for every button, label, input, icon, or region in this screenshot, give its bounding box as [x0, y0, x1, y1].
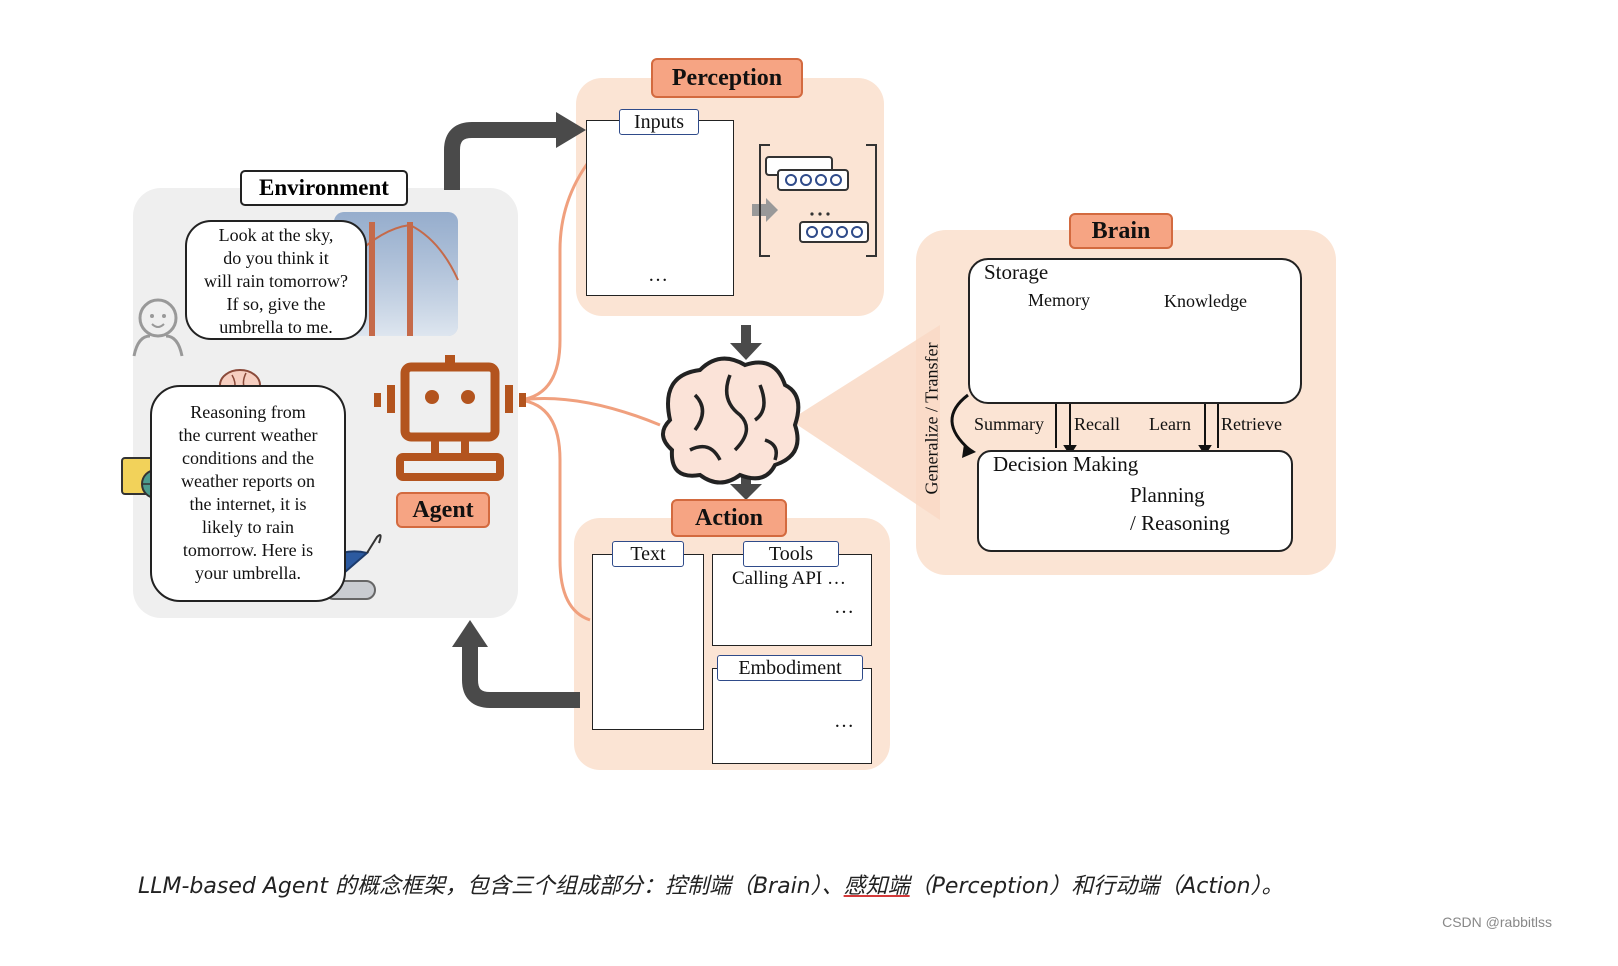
caption-text-end: （Perception）和行动端（Action）。 [909, 874, 1284, 899]
watermark: CSDN @rabbitlss [1442, 914, 1552, 930]
brain-title: Brain [1069, 213, 1173, 249]
user-speech-bubble: Look at the sky, do you think it will ra… [185, 220, 367, 340]
bubble-line: your umbrella. [195, 563, 301, 583]
planning-label: Planning [1130, 483, 1205, 507]
bubble-line: do you think it [223, 248, 329, 268]
embodiment-more: … [834, 710, 854, 732]
brain-spotlight [790, 325, 940, 520]
storage-box [968, 258, 1302, 404]
text-output-box [592, 554, 704, 730]
agent-speech-bubble: Reasoning from the current weather condi… [150, 385, 346, 602]
learn-label: Learn [1149, 414, 1191, 434]
decision-box [977, 450, 1293, 552]
bubble-line: If so, give the [226, 294, 326, 314]
bubble-line: Reasoning from [190, 402, 306, 422]
action-title: Action [671, 499, 787, 537]
memory-label: Memory [1028, 290, 1090, 310]
bubble-line: the current weather [178, 425, 318, 445]
inputs-label: Inputs [619, 109, 699, 135]
caption-underlined: 感知端 [843, 874, 910, 899]
environment-title: Environment [240, 170, 408, 206]
agent-perception-link [519, 159, 592, 402]
inputs-box [586, 120, 734, 296]
brain-icon [661, 356, 801, 485]
storage-label: Storage [984, 260, 1049, 284]
bubble-line: the internet, it is [189, 494, 307, 514]
generalize-arrow [950, 393, 971, 452]
tools-caption: Calling API … [732, 568, 847, 589]
bubble-line: umbrella to me. [219, 317, 333, 337]
bubble-line: Look at the sky, [218, 225, 334, 245]
tools-label: Tools [743, 541, 839, 567]
decision-label: Decision Making [993, 452, 1139, 476]
encode-arrow-icon [752, 198, 778, 222]
env-to-perception-arrow [444, 122, 558, 190]
figure-caption: LLM-based Agent 的概念框架，包含三个组成部分：控制端（Brain… [138, 868, 1284, 900]
bubble-line: conditions and the [182, 448, 314, 468]
agent-brain-link [519, 396, 661, 427]
embodiment-label: Embodiment [717, 655, 863, 681]
embodiment-box [712, 668, 872, 764]
brain-to-action-arrow [730, 484, 762, 500]
inputs-more: … [648, 264, 668, 286]
token-vectors [759, 144, 877, 257]
tools-more: … [834, 596, 854, 618]
text-label: Text [612, 541, 684, 567]
tools-box [712, 554, 872, 646]
reasoning-label: / Reasoning [1130, 511, 1230, 535]
caption-text: LLM-based Agent 的概念框架，包含三个组成部分：控制端（Brain… [138, 874, 844, 899]
knowledge-label: Knowledge [1164, 291, 1247, 311]
agent-action-link [519, 398, 591, 622]
bubble-line: weather reports on [181, 471, 315, 491]
bubble-line: tomorrow. Here is [182, 540, 314, 560]
bubble-line: will rain tomorrow? [204, 271, 348, 291]
user-icon [132, 298, 184, 357]
recall-label: Recall [1074, 414, 1120, 434]
perception-title: Perception [651, 58, 803, 98]
summary-label: Summary [974, 414, 1044, 434]
action-to-env-arrow [462, 645, 580, 708]
robot-icon [374, 355, 526, 481]
perception-to-brain-arrow [730, 343, 762, 360]
agent-label: Agent [396, 492, 490, 528]
retrieve-label: Retrieve [1221, 414, 1282, 434]
generalize-label: Generalize / Transfer [921, 342, 942, 495]
bubble-line: likely to rain [202, 517, 294, 537]
